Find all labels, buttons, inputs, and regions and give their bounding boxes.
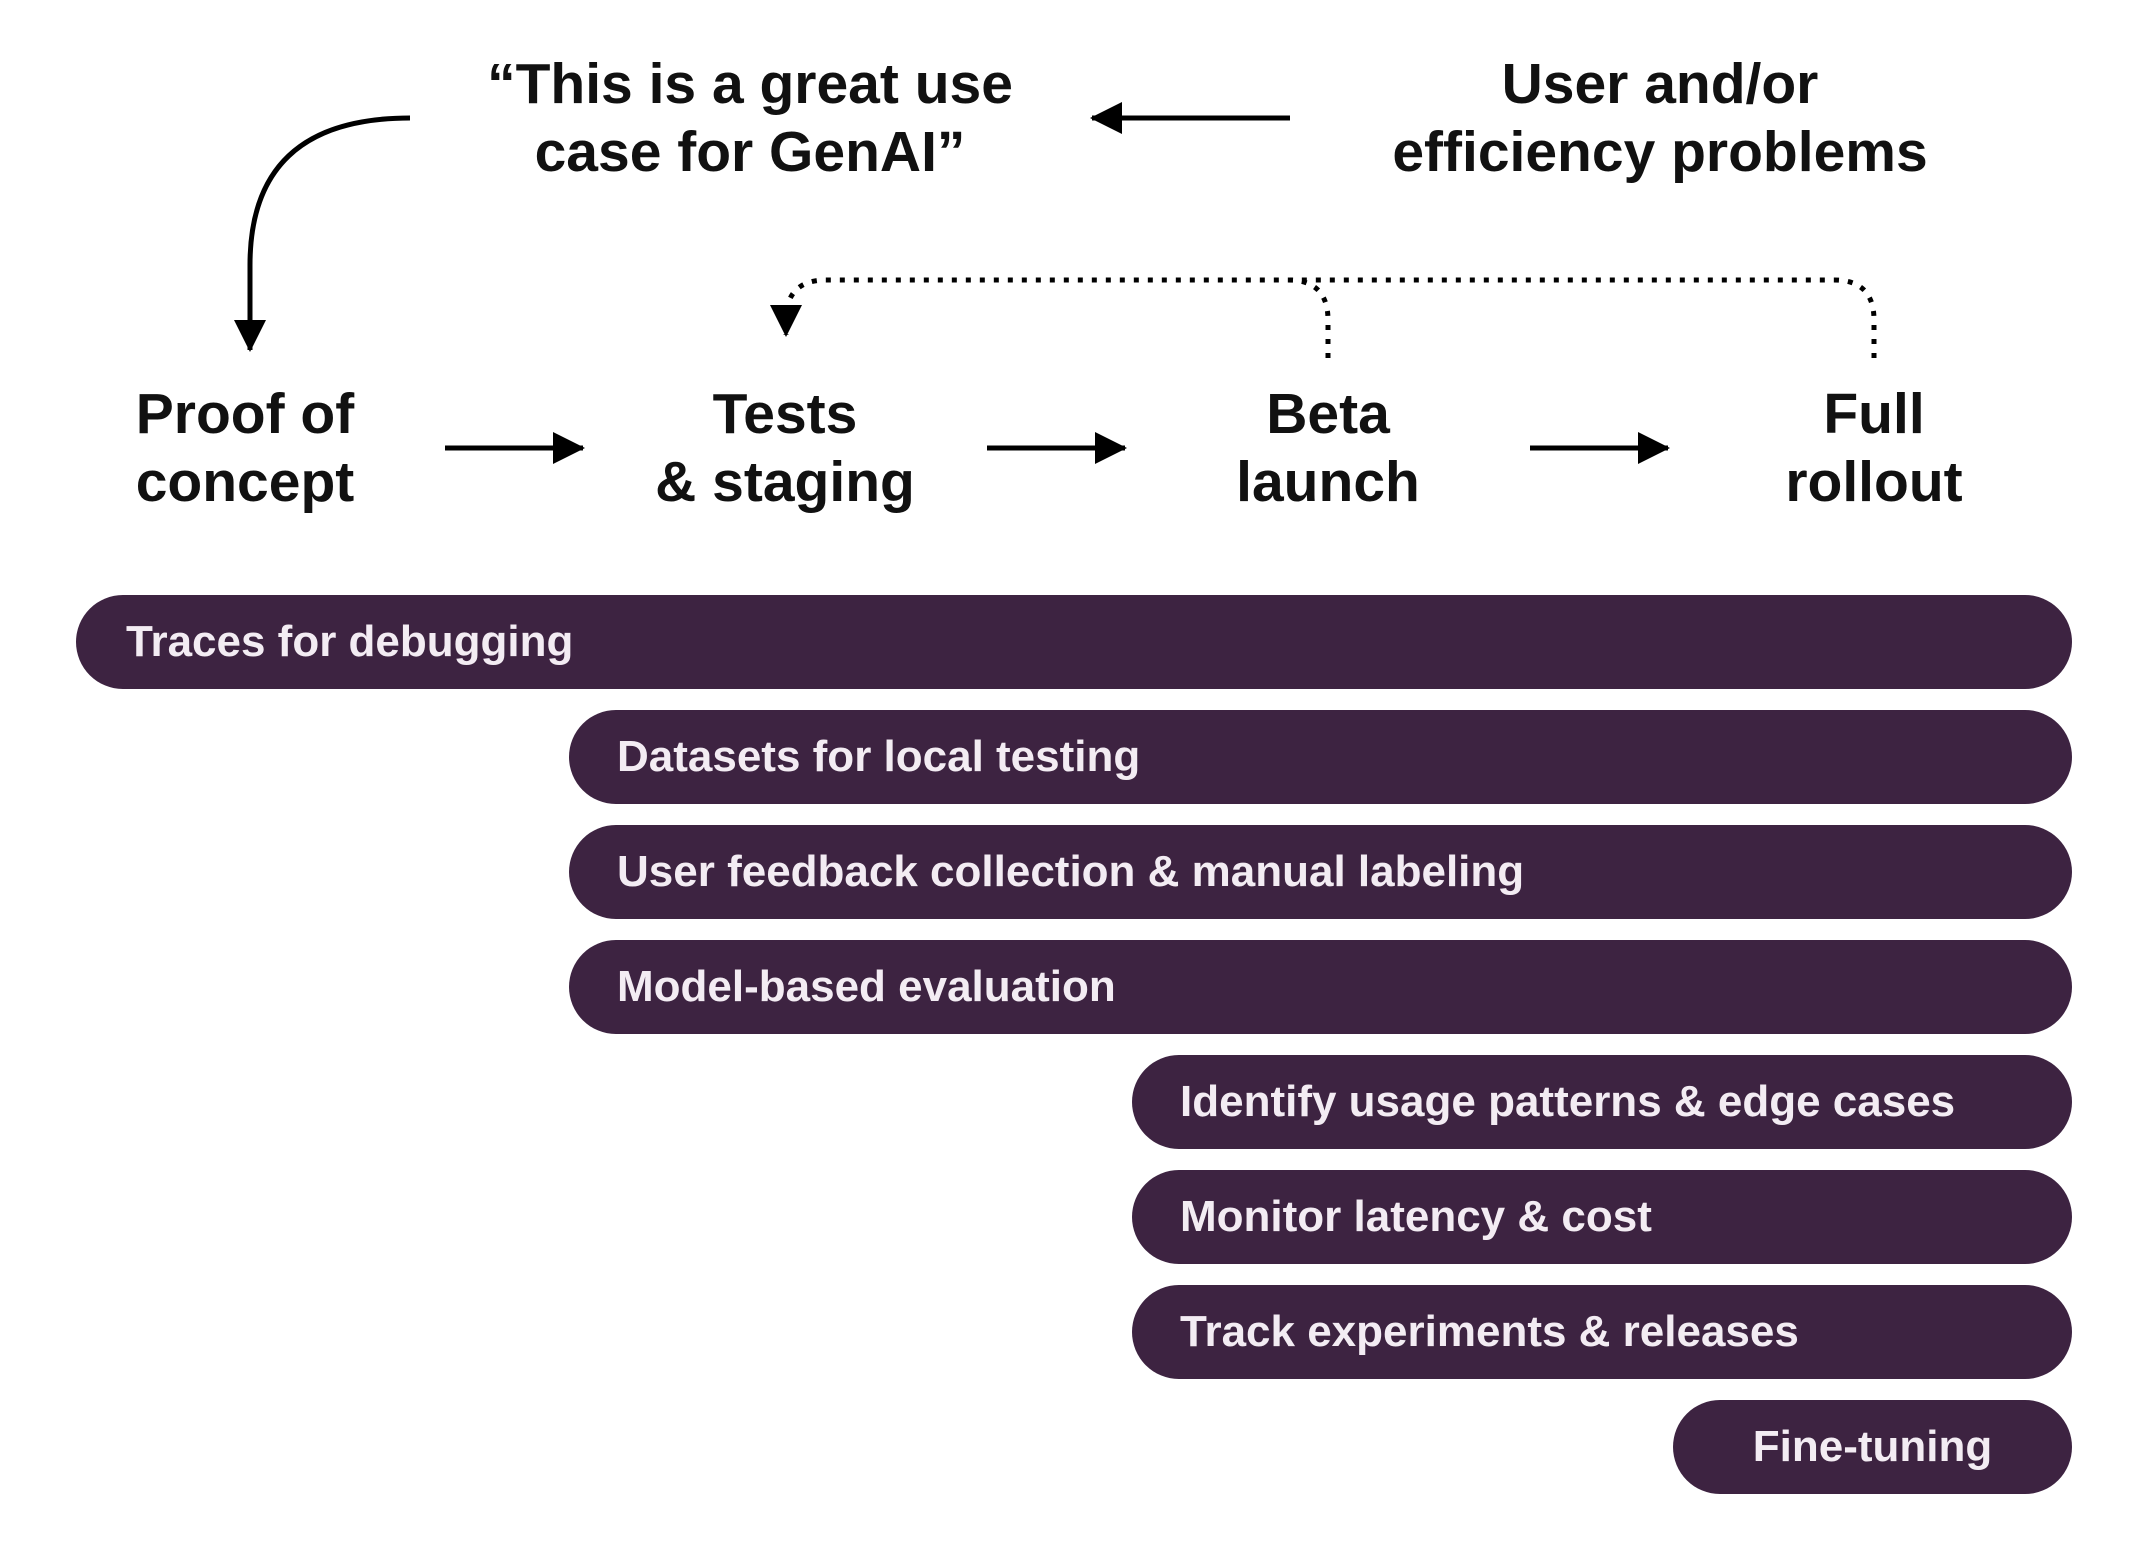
stage-full-rollout: Full rollout bbox=[1689, 380, 2059, 516]
stage-tests-staging: Tests & staging bbox=[600, 380, 970, 516]
bar-model-based-evaluation: Model-based evaluation bbox=[569, 940, 2072, 1034]
problems-line-1: User and/or bbox=[1501, 52, 1819, 116]
stage-label-line: & staging bbox=[655, 450, 915, 514]
stage-proof-of-concept: Proof of concept bbox=[60, 380, 430, 516]
stage-label-line: Full bbox=[1823, 382, 1925, 446]
bar-label: Identify usage patterns & edge cases bbox=[1180, 1077, 1956, 1126]
bar-datasets-for-local-testing: Datasets for local testing bbox=[569, 710, 2072, 804]
quote-line-2: case for GenAI” bbox=[534, 120, 966, 184]
bar-label: Fine-tuning bbox=[1752, 1422, 1993, 1471]
problems-label: User and/or efficiency problems bbox=[1320, 50, 2000, 186]
quote-line-1: “This is a great use bbox=[487, 52, 1013, 116]
stage-beta-launch: Beta launch bbox=[1143, 380, 1513, 516]
bar-label: Traces for debugging bbox=[126, 617, 574, 666]
bar-track-experiments-releases: Track experiments & releases bbox=[1132, 1285, 2072, 1379]
bar-traces-for-debugging: Traces for debugging bbox=[76, 595, 2072, 689]
bar-label: Model-based evaluation bbox=[617, 962, 1116, 1011]
stage-label-line: rollout bbox=[1785, 450, 1963, 514]
bar-fine-tuning: Fine-tuning bbox=[1673, 1400, 2072, 1494]
stage-label-line: Tests bbox=[712, 382, 858, 446]
bar-label: User feedback collection & manual labeli… bbox=[617, 847, 1525, 896]
dotted-loop-beta-to-tests bbox=[770, 277, 1331, 358]
problems-line-2: efficiency problems bbox=[1392, 120, 1928, 184]
stage-label-line: Beta bbox=[1266, 382, 1390, 446]
bar-identify-usage-patterns: Identify usage patterns & edge cases bbox=[1132, 1055, 2072, 1149]
bar-monitor-latency-cost: Monitor latency & cost bbox=[1132, 1170, 2072, 1264]
stage-label-line: Proof of bbox=[135, 382, 355, 446]
arrow-quote-to-poc bbox=[234, 115, 411, 352]
bar-user-feedback-collection: User feedback collection & manual labeli… bbox=[569, 825, 2072, 919]
stage-label-line: concept bbox=[135, 450, 355, 514]
dotted-loop-full-to-tests bbox=[1290, 277, 1877, 358]
bar-label: Monitor latency & cost bbox=[1180, 1192, 1652, 1241]
bar-label: Datasets for local testing bbox=[617, 732, 1141, 781]
stage-label-line: launch bbox=[1236, 450, 1420, 514]
quote-label: “This is a great use case for GenAI” bbox=[440, 50, 1060, 186]
bar-label: Track experiments & releases bbox=[1180, 1307, 1799, 1356]
